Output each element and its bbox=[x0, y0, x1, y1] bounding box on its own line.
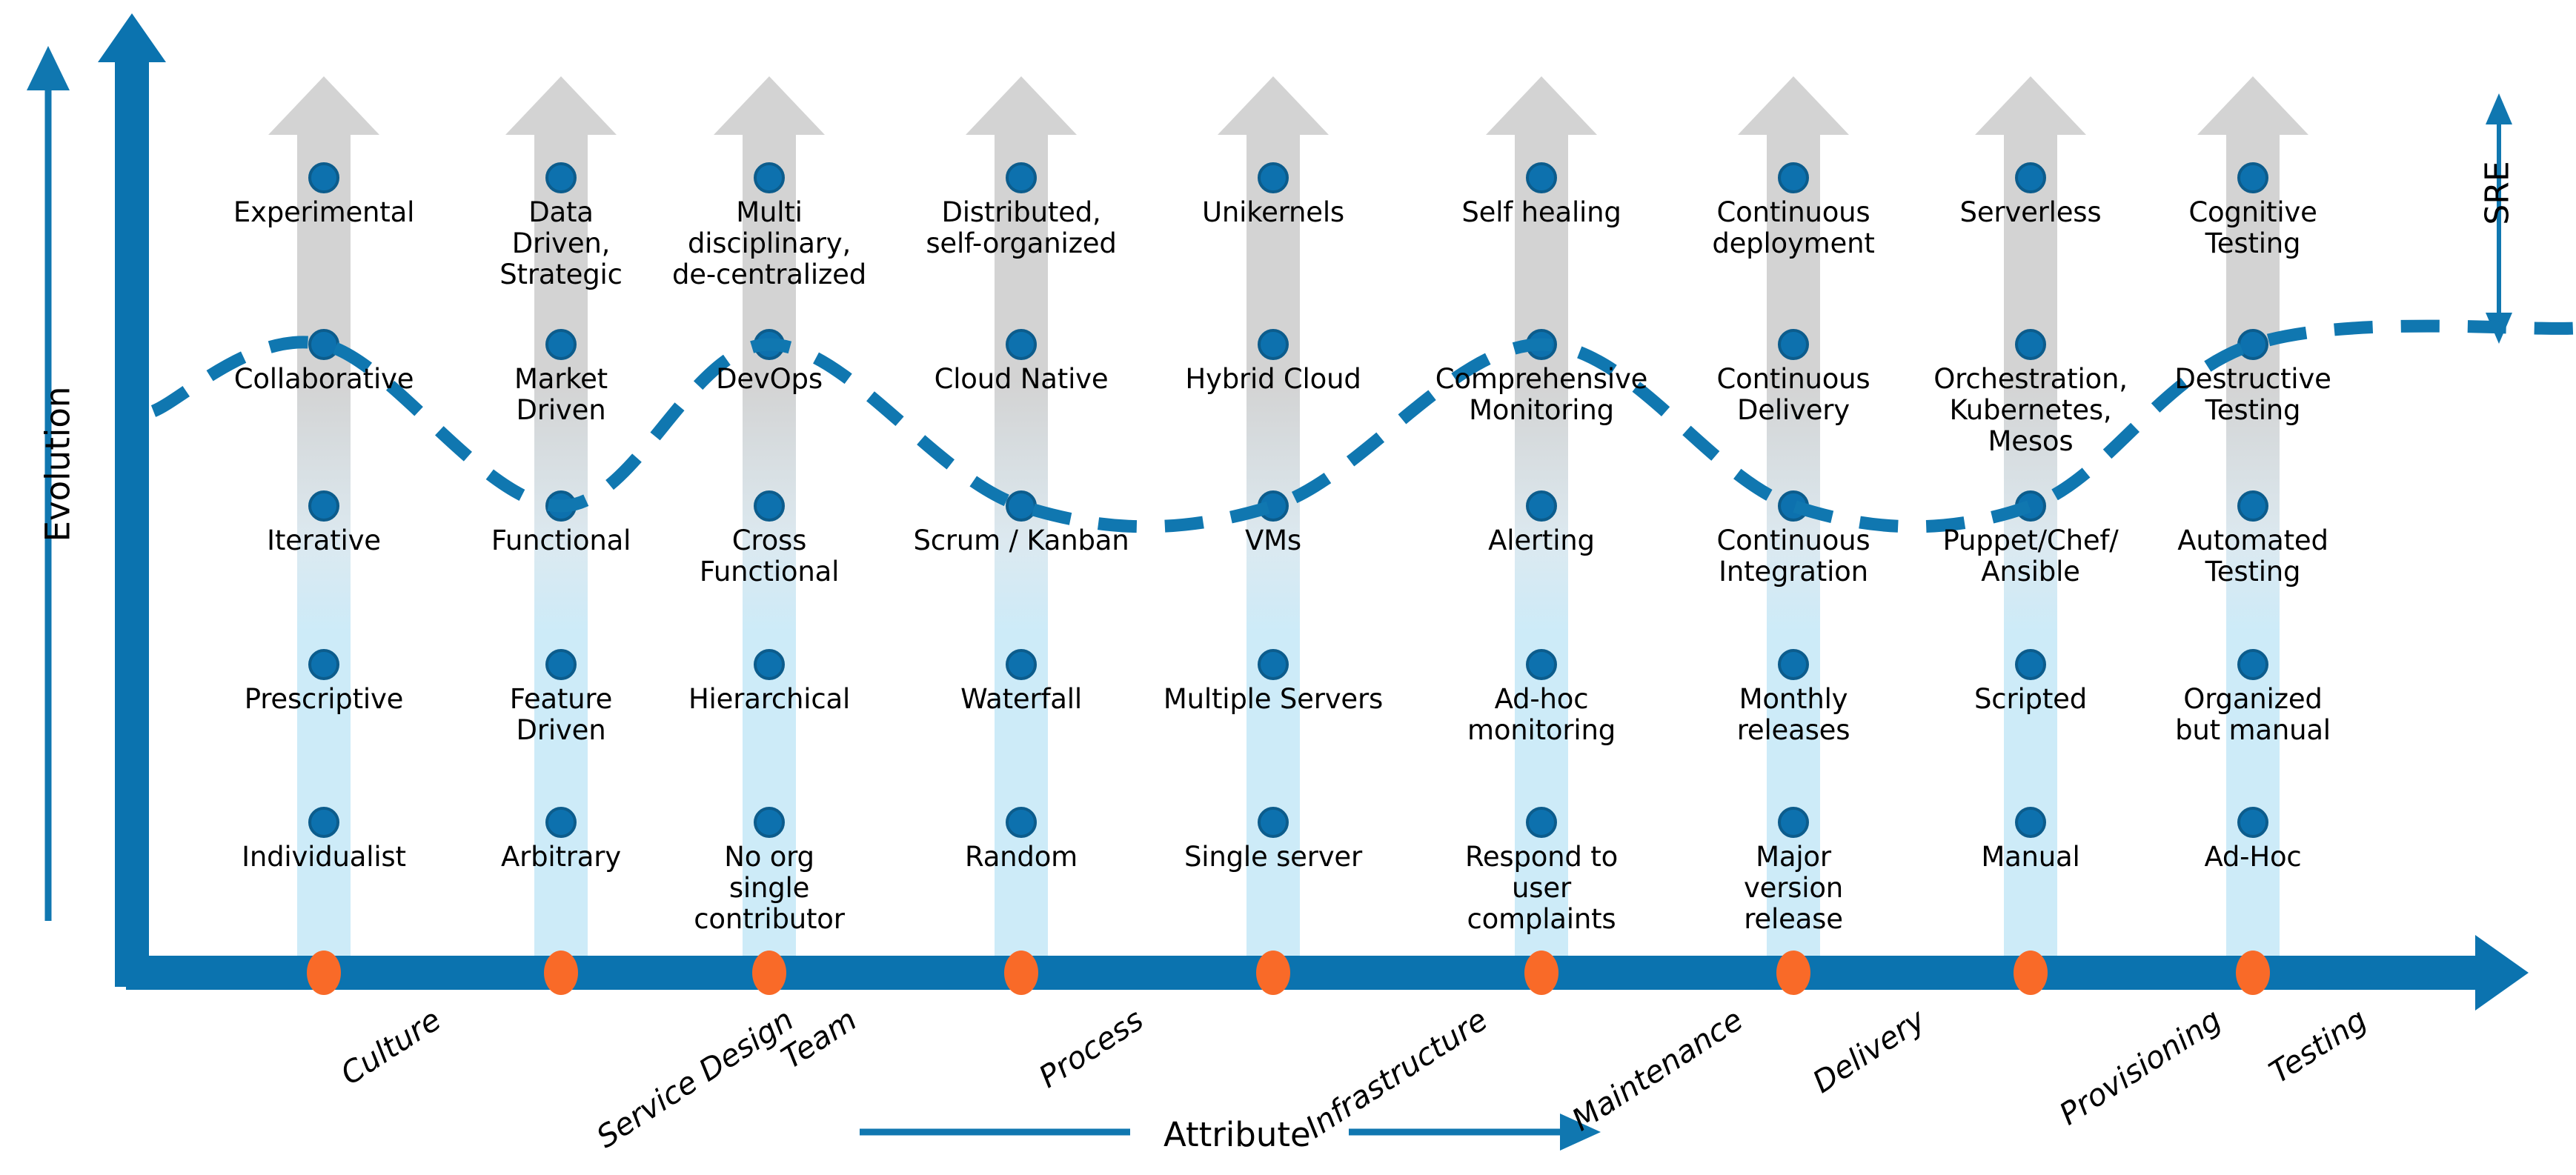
evolution-level-dot bbox=[754, 162, 785, 193]
evolution-level-dot bbox=[1006, 807, 1037, 838]
evolution-cell-label: Hierarchical bbox=[688, 683, 851, 715]
x-axis bbox=[126, 935, 2529, 1011]
attribute-marker-dot bbox=[1776, 951, 1810, 995]
x-tick-label-team: Team bbox=[774, 1002, 863, 1076]
evolution-cell-label: Ad-Hoc bbox=[2204, 841, 2302, 873]
evolution-level-dot bbox=[2015, 162, 2046, 193]
attribute-marker-dot bbox=[1004, 951, 1038, 995]
attribute-marker-dot bbox=[1256, 951, 1290, 995]
x-tick-label-provisioning: Provisioning bbox=[2053, 1002, 2228, 1133]
evolution-cell-label: Organized but manual bbox=[2175, 683, 2331, 746]
evolution-cell-label: Arbitrary bbox=[501, 841, 621, 873]
x-tick-label-infrastructure: Infrastructure bbox=[1299, 1002, 1494, 1145]
evolution-cell-label: Random bbox=[965, 841, 1078, 873]
attribute-marker-dot bbox=[2014, 951, 2048, 995]
evolution-level-dot bbox=[2237, 807, 2268, 838]
evolution-level-dot bbox=[1526, 807, 1557, 838]
evolution-level-dot bbox=[1778, 649, 1809, 680]
evolution-cell-label: Serverless bbox=[1959, 196, 2102, 228]
evolution-level-dot bbox=[754, 807, 785, 838]
evolution-level-dot bbox=[1526, 649, 1557, 680]
evolution-cell-label: Individualist bbox=[242, 841, 406, 873]
attribute-marker-dot bbox=[307, 951, 341, 995]
evolution-cell-label: Data Driven, Strategic bbox=[499, 196, 623, 290]
x-tick-label-culture: Culture bbox=[334, 1002, 448, 1093]
evolution-cell-label: Multiple Servers bbox=[1163, 683, 1384, 715]
evolution-cell-label: Single server bbox=[1184, 841, 1363, 873]
evolution-cell-label: Comprehensive Monitoring bbox=[1435, 363, 1648, 426]
evolution-level-dot bbox=[545, 807, 577, 838]
evolution-cell-label: Manual bbox=[1981, 841, 2080, 873]
evolution-cell-label: Unikernels bbox=[1201, 196, 1344, 228]
evolution-level-dot bbox=[308, 162, 339, 193]
evolution-cell-label: Continuous deployment bbox=[1712, 196, 1875, 259]
evolution-level-dot bbox=[545, 162, 577, 193]
evolution-cell-label: Multi disciplinary, de-centralized bbox=[672, 196, 866, 290]
attribute-marker-dot bbox=[1524, 951, 1558, 995]
evolution-cell-label: Cloud Native bbox=[934, 363, 1109, 395]
evolution-cell-label: Feature Driven bbox=[509, 683, 613, 746]
evolution-cell-label: Continuous Delivery bbox=[1716, 363, 1870, 426]
evolution-level-dot bbox=[308, 807, 339, 838]
attribute-markers bbox=[307, 951, 2270, 995]
evolution-level-dot bbox=[545, 649, 577, 680]
evolution-level-dot bbox=[1526, 162, 1557, 193]
evolution-cell-label: Hybrid Cloud bbox=[1185, 363, 1361, 395]
evolution-cell-label: Scripted bbox=[1974, 683, 2087, 715]
evolution-cell-label: Prescriptive bbox=[244, 683, 404, 715]
evolution-cell-label: Self healing bbox=[1461, 196, 1621, 228]
evolution-level-dot bbox=[2237, 649, 2268, 680]
x-tick-label-process: Process bbox=[1032, 1002, 1150, 1095]
evolution-level-dot bbox=[2015, 807, 2046, 838]
evolution-cell-label: Ad-hoc monitoring bbox=[1467, 683, 1616, 746]
evolution-cell-label: Major version release bbox=[1743, 841, 1844, 935]
y-axis-title: Evolution bbox=[38, 386, 78, 542]
evolution-cell-label: Waterfall bbox=[960, 683, 1082, 715]
x-tick-label-service-design: Service Design bbox=[590, 1002, 800, 1155]
evolution-cell-label: Destructive Testing bbox=[2174, 363, 2331, 426]
evolution-cell-label: Automated Testing bbox=[2177, 525, 2328, 588]
evolution-level-dot bbox=[1006, 649, 1037, 680]
evolution-level-dot bbox=[1258, 649, 1289, 680]
evolution-level-dot bbox=[2015, 649, 2046, 680]
evolution-cell-label: Iterative bbox=[267, 525, 381, 556]
evolution-level-dot bbox=[1006, 162, 1037, 193]
evolution-cell-label: Collaborative bbox=[233, 363, 414, 395]
evolution-level-dot bbox=[754, 649, 785, 680]
evolution-cell-label: VMs bbox=[1245, 525, 1301, 556]
x-axis-title: Attribute bbox=[1163, 1115, 1311, 1154]
x-tick-label-testing: Testing bbox=[2263, 1002, 2374, 1091]
evolution-level-dot bbox=[1778, 162, 1809, 193]
sre-annotation-label: SRE bbox=[2478, 161, 2517, 225]
evolution-cell-label: Alerting bbox=[1488, 525, 1595, 556]
attribute-axis-arrow bbox=[860, 1114, 1601, 1151]
x-tick-label-delivery: Delivery bbox=[1806, 1002, 1932, 1100]
evolution-cell-label: Cognitive Testing bbox=[2188, 196, 2317, 259]
evolution-cell-label: Respond to user complaints bbox=[1464, 841, 1619, 935]
evolution-cell-label: Cross Functional bbox=[699, 525, 840, 588]
evolution-cell-label: Continuous Integration bbox=[1716, 525, 1870, 588]
evolution-level-dot bbox=[1778, 807, 1809, 838]
evolution-cell-label: DevOps bbox=[716, 363, 823, 395]
evolution-cell-label: Scrum / Kanban bbox=[913, 525, 1129, 556]
evolution-axis-arrow bbox=[27, 46, 70, 921]
attribute-marker-dot bbox=[752, 951, 786, 995]
evolution-cell-label: Monthly releases bbox=[1736, 683, 1850, 746]
attribute-marker-dot bbox=[2236, 951, 2270, 995]
evolution-cell-label: No org single contributor bbox=[694, 841, 845, 935]
evolution-cell-label: Experimental bbox=[233, 196, 415, 228]
x-tick-label-maintenance: Maintenance bbox=[1565, 1002, 1750, 1139]
evolution-level-dot bbox=[1258, 807, 1289, 838]
attribute-marker-dot bbox=[544, 951, 578, 995]
evolution-cell-label: Distributed, self-organized bbox=[926, 196, 1117, 259]
evolution-level-dot bbox=[2237, 162, 2268, 193]
evolution-level-dot bbox=[1258, 162, 1289, 193]
evolution-level-dot bbox=[308, 649, 339, 680]
